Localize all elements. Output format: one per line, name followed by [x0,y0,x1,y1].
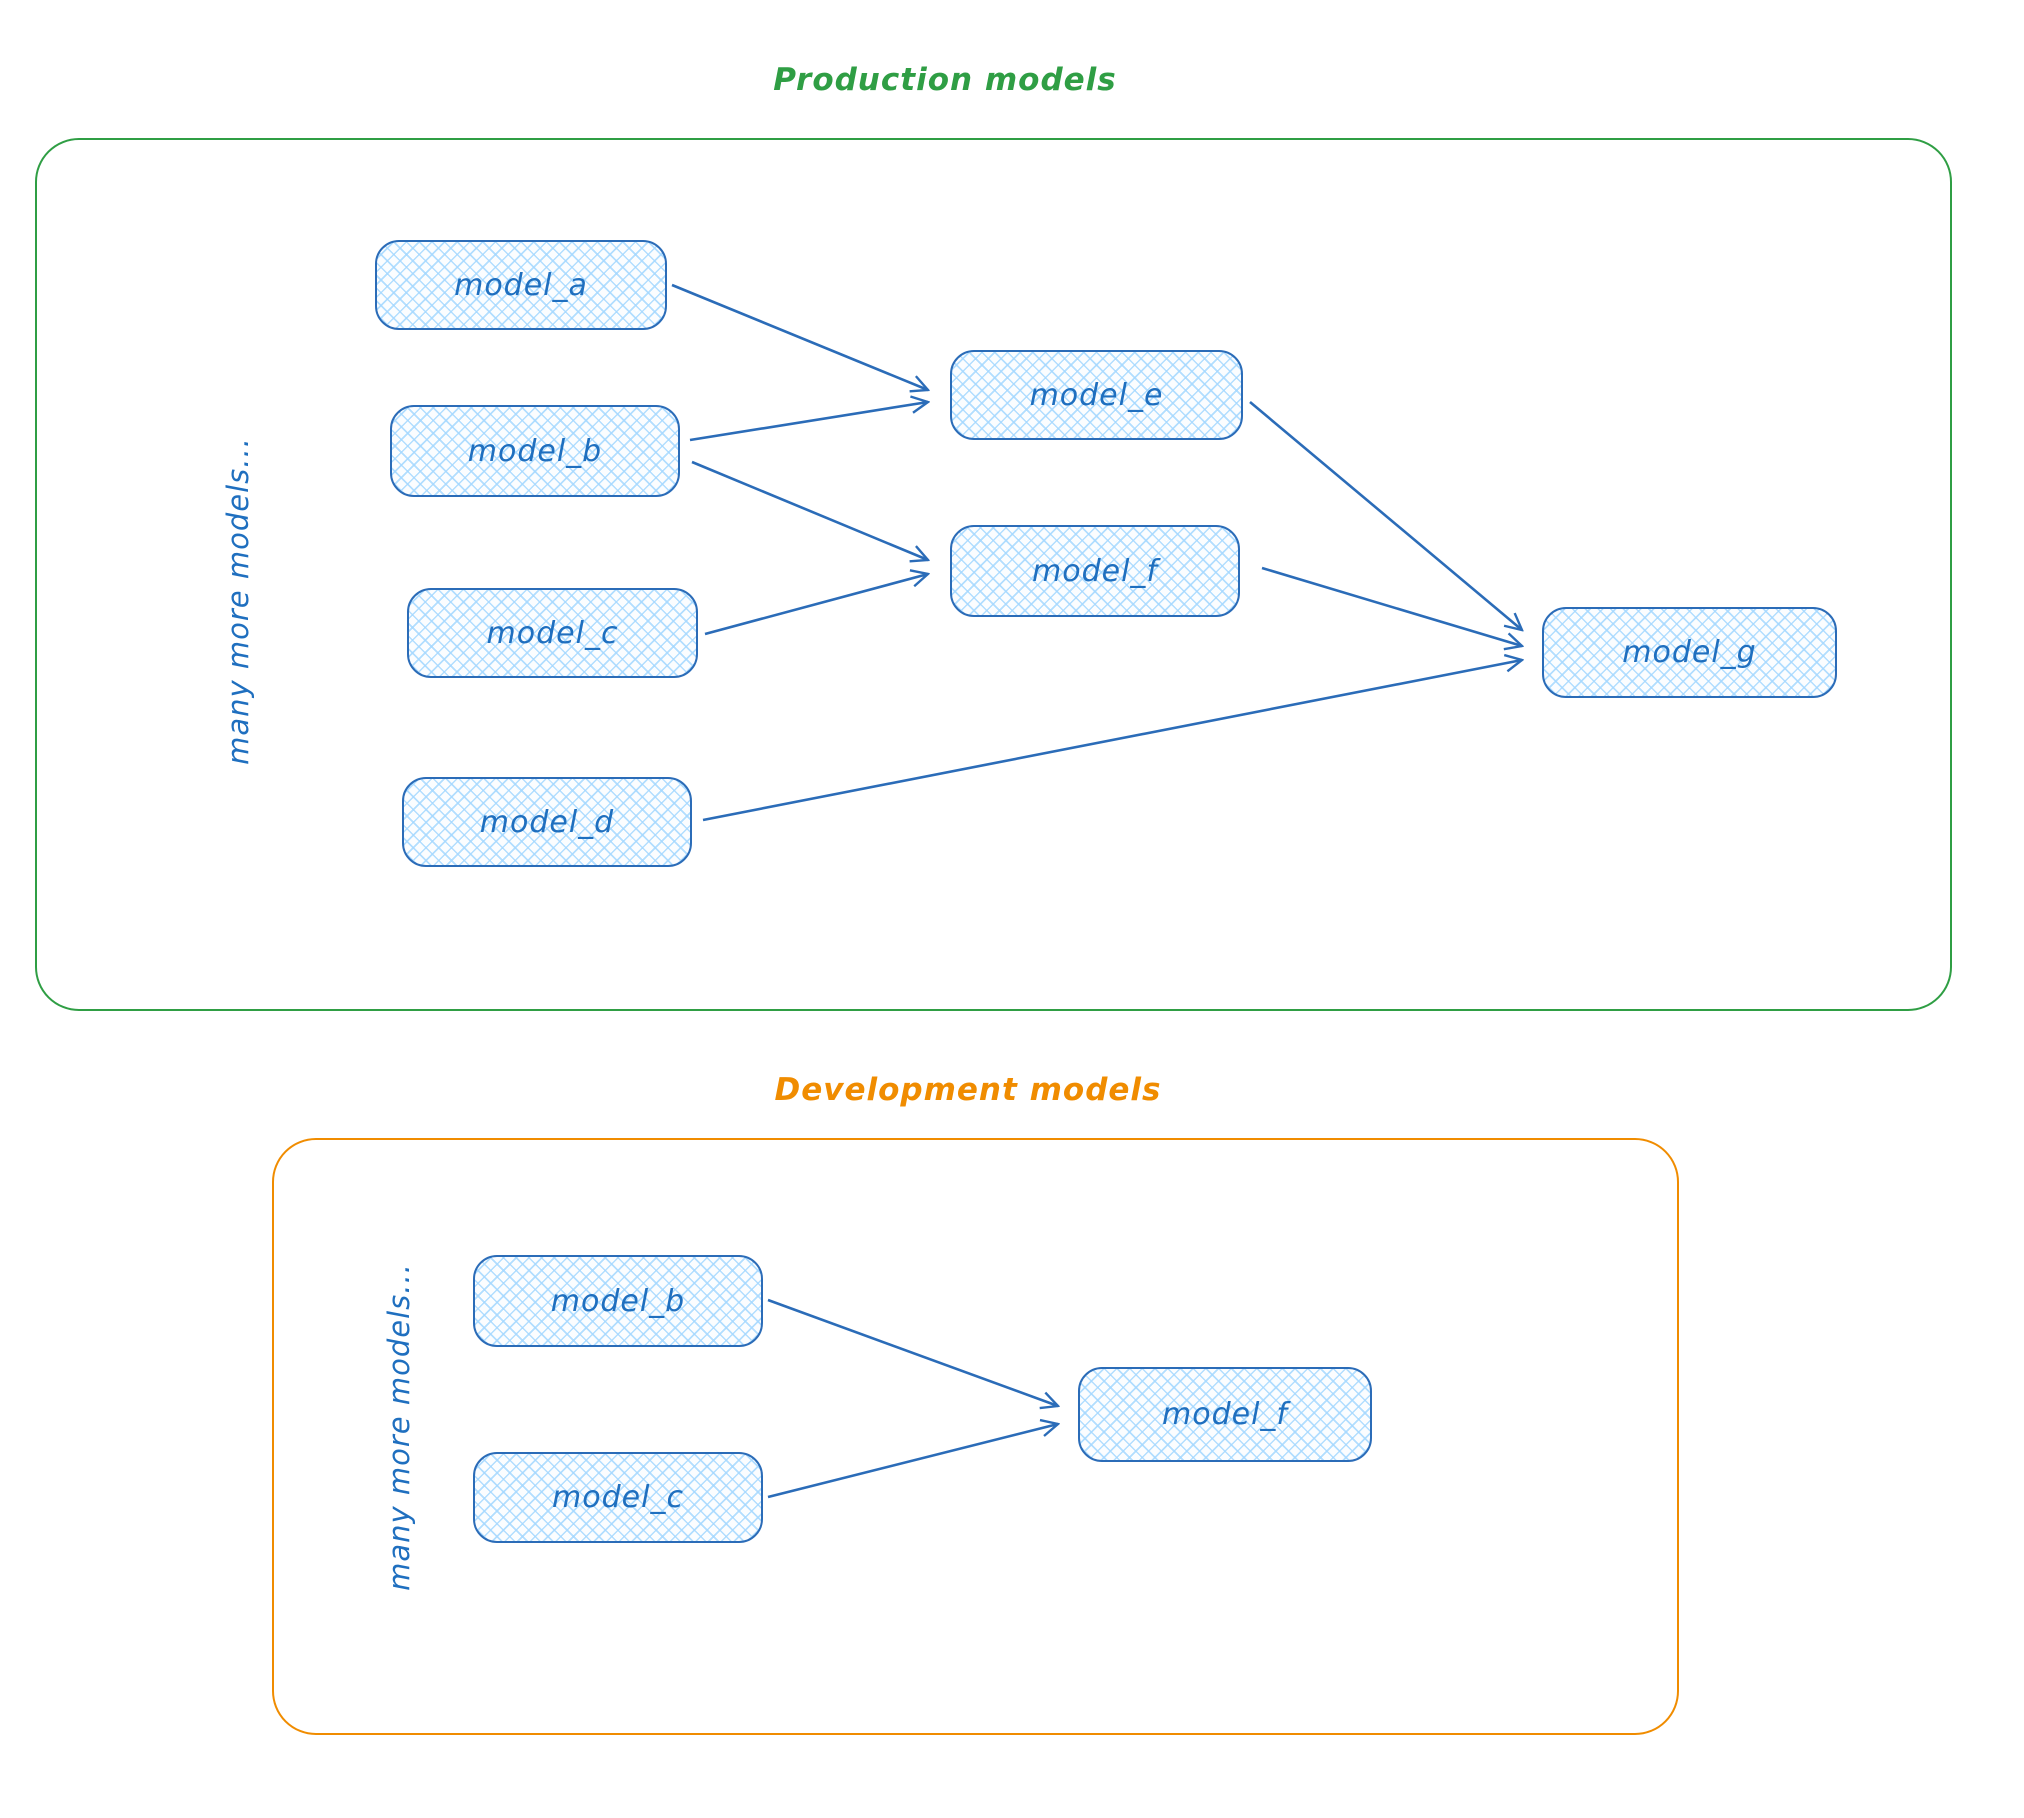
node-label: model_f [1162,1397,1288,1432]
development-title: Development models [774,1072,1162,1108]
production-title: Production models [773,62,1117,98]
node-label: model_e [1029,377,1164,413]
node-label: model_d [479,804,615,840]
node-label: model_g [1622,635,1757,670]
node-label: model_b [550,1283,686,1319]
node-label: model_c [552,1480,684,1515]
production-frame [35,138,1952,1011]
node-production-model-f: model_f [950,525,1240,617]
node-label: model_a [454,267,588,303]
development-side-label: many more models... [382,1263,416,1591]
node-development-model-f: model_f [1078,1367,1372,1462]
node-label: model_b [467,433,603,469]
node-production-model-e: model_e [950,350,1243,440]
node-production-model-b: model_b [390,405,680,497]
node-production-model-c: model_c [407,588,698,678]
node-development-model-b: model_b [473,1255,763,1347]
node-label: model_c [486,615,619,651]
production-side-label: many more models... [221,437,255,765]
development-frame [272,1138,1679,1735]
node-production-model-g: model_g [1542,607,1837,698]
node-development-model-c: model_c [473,1452,763,1543]
node-production-model-d: model_d [402,777,692,867]
node-label: model_f [1032,553,1158,589]
node-production-model-a: model_a [375,240,667,330]
